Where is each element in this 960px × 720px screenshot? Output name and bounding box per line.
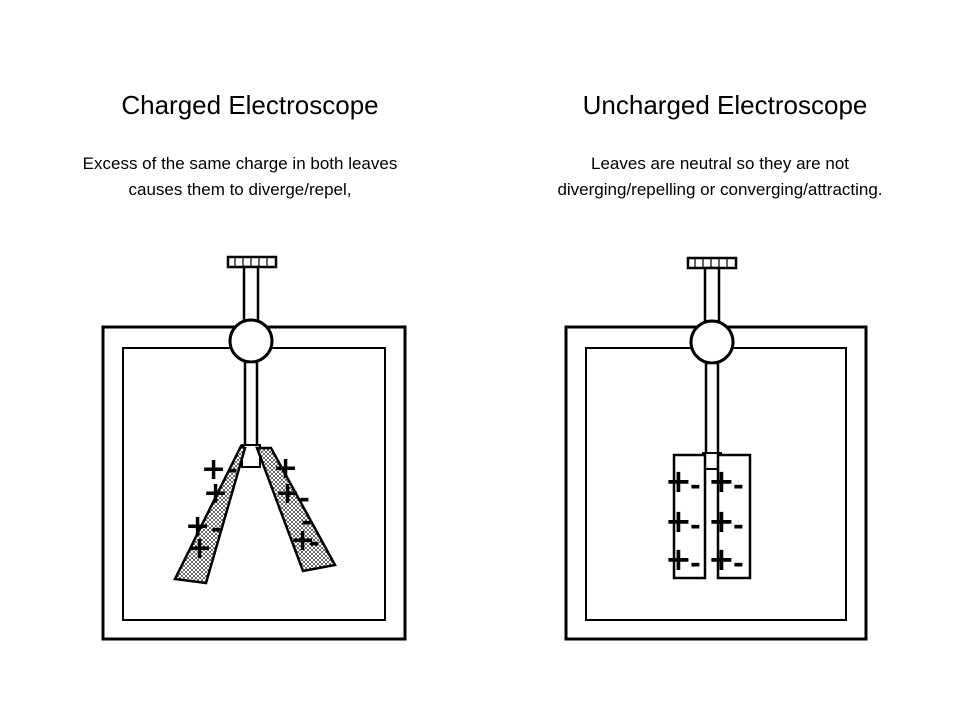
minus-charge: -	[301, 507, 312, 537]
right-leaf	[255, 446, 337, 573]
left-leaf	[173, 444, 247, 585]
caption-line: Excess of the same charge in both leaves	[82, 154, 398, 173]
insulator-ball	[228, 318, 274, 364]
minus-charge: -	[299, 484, 310, 514]
insulator-ball	[689, 319, 735, 365]
plus-charge: +	[275, 476, 300, 511]
lower-rod	[704, 361, 720, 457]
plus-charge: +	[290, 523, 315, 558]
upper-rod	[703, 266, 721, 325]
plus-charge: +	[203, 476, 228, 511]
plus-charge: +	[201, 452, 226, 487]
plus-charge: +	[185, 509, 210, 544]
minus-charge: -	[309, 528, 320, 558]
charged-electroscope-diagram: + - + + - + + + - - + -	[101, 255, 407, 641]
minus-charge: -	[733, 471, 744, 501]
caption-line: causes them to diverge/repel,	[128, 180, 352, 199]
plus-charge: +	[187, 531, 212, 566]
minus-charge: -	[211, 514, 222, 544]
minus-charge: -	[690, 549, 701, 579]
uncharged-electroscope-diagram: + - + - + - + - + - + -	[564, 256, 868, 641]
plus-charge: +	[273, 451, 298, 486]
plus-charge: +	[708, 540, 735, 578]
left-leaf	[672, 453, 707, 580]
upper-rod	[242, 265, 260, 325]
metal-knob	[686, 256, 738, 270]
minus-charge: -	[227, 455, 238, 485]
metal-knob	[226, 255, 278, 269]
plus-charge: +	[708, 502, 735, 540]
minus-charge: -	[690, 511, 701, 541]
minus-charge: -	[690, 471, 701, 501]
minus-charge: -	[733, 549, 744, 579]
uncharged-electroscope-title: Uncharged Electroscope	[582, 90, 868, 120]
plus-charge: +	[665, 540, 692, 578]
minus-charge: -	[733, 511, 744, 541]
caption-line: Leaves are neutral so they are not	[591, 154, 849, 173]
plus-charge: +	[665, 462, 692, 500]
lower-rod	[243, 360, 259, 449]
uncharged-electroscope-caption: Leaves are neutral so they are not diver…	[480, 151, 960, 203]
caption-line: diverging/repelling or converging/attrac…	[557, 180, 883, 199]
right-leaf	[716, 453, 752, 580]
plus-charge: +	[708, 462, 735, 500]
charged-electroscope-title: Charged Electroscope	[121, 90, 379, 120]
charged-electroscope-caption: Excess of the same charge in both leaves…	[0, 151, 480, 203]
plus-charge: +	[665, 502, 692, 540]
